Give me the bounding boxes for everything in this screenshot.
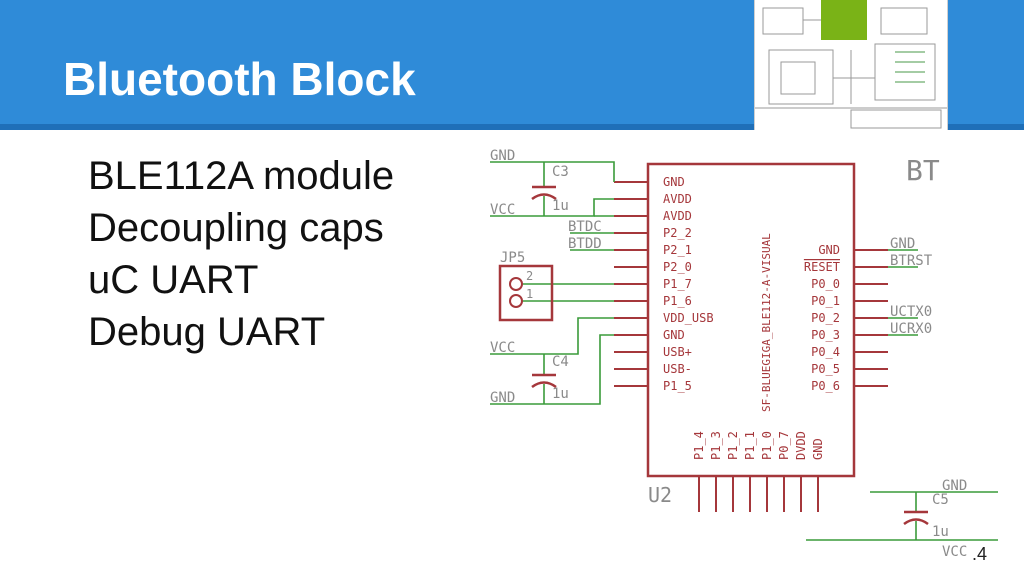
module-pin-label: P1_3	[709, 431, 723, 460]
cap-ref: C5	[932, 492, 949, 508]
slide-title: Bluetooth Block	[63, 53, 416, 105]
module-pin-label: P0_7	[777, 431, 791, 460]
net-label: UCRX0	[890, 321, 932, 337]
connector-ref: JP5	[500, 250, 525, 266]
bullet-item: Debug UART	[88, 310, 326, 354]
cap-c4-plate-bottom	[531, 381, 557, 389]
module-pin-label: GND	[663, 175, 685, 189]
module-pin-label: USB+	[663, 345, 692, 359]
cap-value: 1u	[552, 198, 569, 214]
net-label: VCC	[490, 340, 515, 356]
jp5-connector-body	[498, 264, 554, 322]
net-label: BTDC	[568, 219, 602, 235]
module-pin-label: P1_6	[663, 294, 692, 308]
module-pin-label: P0_2	[811, 311, 840, 325]
connector-pin-number: 2	[526, 269, 533, 283]
module-pin-label: P0_6	[811, 379, 840, 393]
thumbnail-accent-block	[821, 0, 867, 40]
cap-value: 1u	[552, 386, 569, 402]
net-label: UCTX0	[890, 304, 932, 320]
module-pin-label: GND	[818, 243, 840, 257]
module-ref: U2	[648, 483, 672, 507]
module-pin-label: P1_0	[760, 431, 774, 460]
net-label: GND	[490, 148, 515, 164]
board-thumbnail-drawing	[755, 0, 947, 130]
module-pin-label: P2_0	[663, 260, 692, 274]
cap-value: 1u	[932, 524, 949, 540]
module-pin-label: P1_4	[692, 431, 706, 460]
title-bar-rule	[0, 124, 1024, 130]
schematic-wires	[490, 161, 998, 541]
net-label: GND	[942, 478, 967, 494]
module-bottom-pin-stubs	[698, 476, 819, 512]
bullet-item: uC UART	[88, 258, 259, 302]
page-number: .4	[972, 544, 988, 564]
module-name: BT	[906, 154, 940, 187]
module-pin-label: P0_0	[811, 277, 840, 291]
module-pin-label: DVDD	[794, 431, 808, 460]
module-pin-label: VDD_USB	[663, 311, 714, 325]
net-label: GND	[890, 236, 915, 252]
connector-pin-number: 1	[526, 287, 533, 301]
net-label: VCC	[490, 202, 515, 218]
module-pin-label: P2_2	[663, 226, 692, 240]
bullet-item: Decoupling caps	[88, 206, 384, 250]
bullet-item: BLE112A module	[88, 154, 395, 198]
module-pin-label: P1_2	[726, 431, 740, 460]
net-label: BTDD	[568, 236, 602, 252]
module-pin-label: P0_5	[811, 362, 840, 376]
jp5-pin-2	[509, 277, 523, 291]
module-pin-label: AVDD	[663, 192, 692, 206]
module-pin-label: GND	[811, 438, 825, 460]
module-part-number: SF-BLUEGIGA_BLE112-A-VISUAL	[760, 233, 773, 412]
bluetooth-schematic: BT U2 SF-BLUEGIGA_BLE112-A-VISUAL GND AV…	[490, 148, 998, 560]
module-pin-label: P0_1	[811, 294, 840, 308]
cap-c5-plate-bottom	[903, 518, 929, 526]
capacitor-symbols	[531, 185, 929, 526]
module-pin-label: USB-	[663, 362, 692, 376]
cap-ref: C3	[552, 164, 569, 180]
cap-c3-plate-bottom	[531, 193, 557, 201]
board-thumbnail	[754, 0, 948, 130]
cap-ref: C4	[552, 354, 569, 370]
net-label: BTRST	[890, 253, 933, 269]
module-pin-label: P2_1	[663, 243, 692, 257]
net-label: GND	[490, 390, 515, 406]
module-pin-label: P0_4	[811, 345, 840, 359]
jp5-pin-1	[509, 294, 523, 308]
module-pin-label: P1_7	[663, 277, 692, 291]
module-pin-label: AVDD	[663, 209, 692, 223]
module-pin-label: RESET	[804, 260, 840, 274]
net-label: VCC	[942, 544, 967, 560]
module-pin-label: GND	[663, 328, 685, 342]
module-pin-label: P0_3	[811, 328, 840, 342]
module-pin-label: P1_5	[663, 379, 692, 393]
bullet-list: BLE112A module Decoupling caps uC UART D…	[88, 150, 394, 358]
module-right-pin-stubs	[854, 249, 888, 387]
module-left-pin-stubs	[614, 181, 648, 387]
module-pin-label: P1_1	[743, 431, 757, 460]
